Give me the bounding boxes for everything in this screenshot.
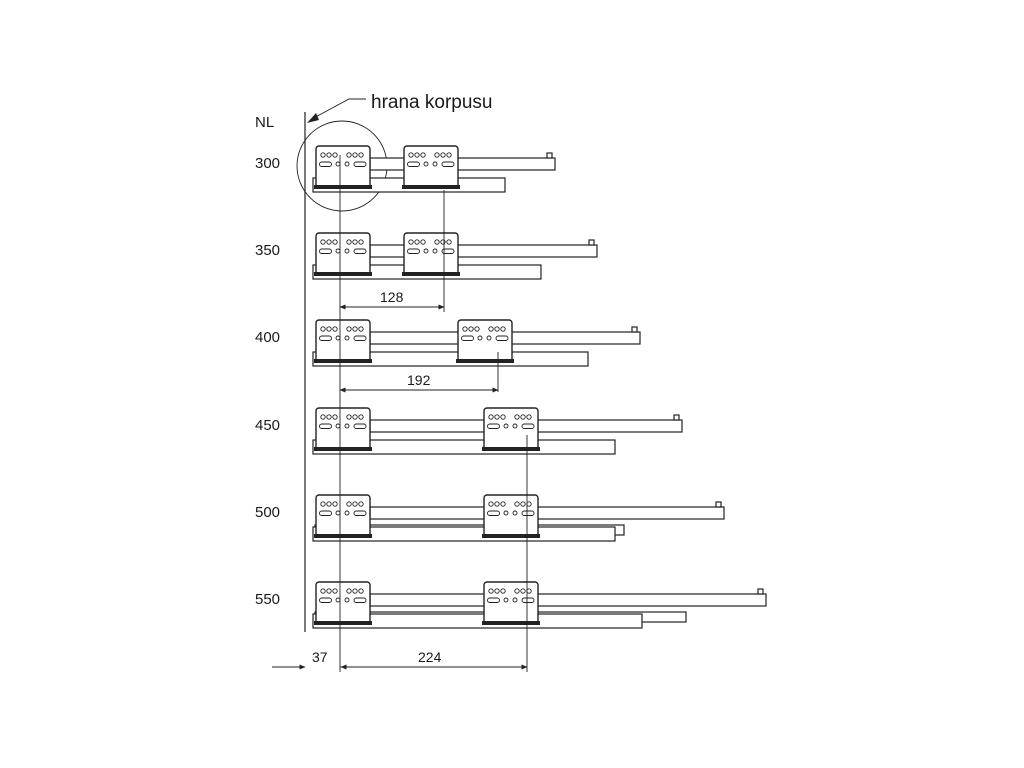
upper-runner (369, 593, 767, 607)
front-bracket (313, 494, 373, 539)
slide-row: 500 (255, 494, 725, 542)
edge-pointer-arrowhead (307, 113, 319, 123)
upper-runner (369, 157, 556, 171)
dim-192: 192 (407, 372, 431, 388)
length-label: 300 (255, 155, 280, 172)
length-label: 450 (255, 417, 280, 434)
runner-stop (588, 239, 595, 246)
length-label: 400 (255, 329, 280, 346)
edge-label: hrana korpusu (371, 92, 492, 113)
slide-row: 300 (255, 145, 556, 193)
runner-stop (757, 588, 764, 595)
lower-runner (312, 351, 589, 367)
rear-bracket (481, 494, 541, 539)
runner-stop (715, 501, 722, 508)
length-label: 350 (255, 242, 280, 259)
dim-128: 128 (380, 289, 404, 305)
front-bracket (313, 145, 373, 190)
rear-bracket (401, 232, 461, 277)
runner-stop (673, 414, 680, 421)
front-bracket (313, 232, 373, 277)
rear-bracket (481, 407, 541, 452)
front-bracket (313, 407, 373, 452)
front-bracket (313, 319, 373, 364)
runner-stop (631, 326, 638, 333)
length-label: 550 (255, 591, 280, 608)
runner-stop (546, 152, 553, 159)
slide-row: 450 (255, 407, 683, 455)
dim-224: 224 (418, 649, 442, 665)
slide-row: 350 (255, 232, 598, 280)
slide-row: 550 (255, 581, 767, 629)
length-label: 500 (255, 504, 280, 521)
lower-runner (312, 613, 643, 629)
nl-label: NL (255, 114, 274, 131)
rear-bracket (455, 319, 515, 364)
dim-37: 37 (312, 649, 328, 665)
upper-runner (369, 506, 725, 520)
rear-bracket (481, 581, 541, 626)
edge-pointer (309, 98, 366, 121)
slide-row: 400 (255, 319, 641, 367)
slide-rows: 300 350 400 450 500 550 (255, 145, 767, 629)
front-bracket (313, 581, 373, 626)
rear-bracket (401, 145, 461, 190)
